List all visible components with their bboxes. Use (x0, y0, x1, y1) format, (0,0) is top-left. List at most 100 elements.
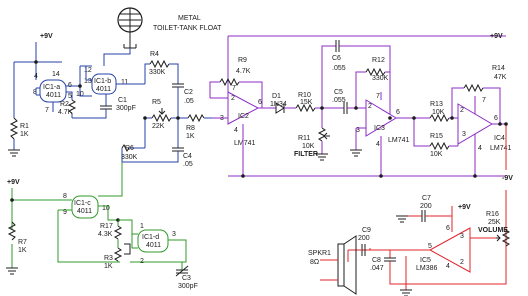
ic3-pin-7: 7 (376, 93, 380, 100)
ic5-pin-2: 2 (460, 259, 464, 266)
c2-ref: C2 (184, 89, 193, 96)
ic4-pin-2: 2 (460, 107, 464, 114)
c5-ref: C5 (334, 89, 343, 96)
c1-value: 300pF (116, 105, 136, 112)
amplifier-section: R16 25K VOLUME C7 200 +9V 3 2 5 6 4 IC5 … (308, 124, 511, 296)
c9-ref: C9 (362, 227, 371, 234)
ic5-ref: IC5 (420, 257, 431, 264)
ic1c-pin-10: 10 (102, 205, 110, 212)
float-label-2: TOILET-TANK FLOAT (153, 25, 222, 32)
ic2-part: LM741 (234, 140, 256, 147)
supply-9v-top: +9V (40, 33, 53, 40)
ic1d-part: 4011 (146, 242, 161, 249)
ic1a-part: 4011 (46, 92, 61, 99)
ic1c-part: 4011 (77, 208, 92, 215)
r9-value: 4.7K (236, 68, 251, 75)
r14-ref: R14 (492, 65, 505, 72)
r4-ref: R4 (150, 51, 159, 58)
ic4-pin-3: 3 (462, 131, 466, 138)
r10-ref: R10 (298, 92, 311, 99)
r8-value: 1K (186, 133, 195, 140)
r14-value: 47K (494, 74, 507, 81)
spkr1-value: 8Ω (310, 259, 319, 266)
r4-value: 330K (149, 69, 166, 76)
ic1b-pin-13: 13 (84, 78, 92, 85)
ic1a-pin-5: 5 (68, 93, 72, 100)
ic1a-pin-8: 8 (33, 89, 37, 96)
c2-value: .05 (184, 98, 194, 105)
ic5-pin-3: 3 (460, 233, 464, 240)
r6-value: 330K (121, 154, 138, 161)
r16-value: 25K (488, 219, 501, 226)
supply-9v-right: +9V (490, 33, 503, 40)
r11-label: FILTER (294, 151, 318, 158)
r7-ref: R7 (18, 239, 27, 246)
r1-ref: R1 (20, 123, 29, 130)
r7-value: 1K (18, 247, 27, 254)
c6-ref: C6 (332, 55, 341, 62)
d1-ref: D1 (272, 93, 281, 100)
spkr1-ref: SPKR1 (308, 250, 331, 257)
d1-value: 1N34 (270, 101, 287, 108)
ic2-ref: IC2 (238, 113, 249, 120)
ic3-pin-6: 6 (396, 109, 400, 116)
ic1b-part: 4011 (96, 86, 111, 93)
ic1a-ref: IC1-a (43, 84, 60, 91)
ic3-part: LM741 (388, 137, 410, 144)
c7-ref: C7 (422, 195, 431, 202)
c9-value: 200 (358, 235, 370, 242)
r10-value: 15K (300, 99, 313, 106)
r16-label: VOLUME (478, 227, 508, 234)
supply-neg9v: -9V (502, 175, 513, 182)
ic1d-ref: IC1-d (142, 234, 159, 241)
r17-ref: R17 (100, 223, 113, 230)
ic4-pin-6: 6 (494, 115, 498, 122)
c7-value: 200 (420, 203, 432, 210)
ic4-ref: IC4 (494, 135, 505, 142)
ic3-ref: IC3 (374, 125, 385, 132)
oscillator-section: +9V IC1-a 4011 4 8 14 7 6 5 R1 1K R2 4.7… (8, 33, 212, 168)
r9-ref: R9 (238, 57, 247, 64)
ic1c-pin-9: 9 (63, 209, 67, 216)
ic1d-pin-3: 3 (172, 231, 176, 238)
ic5-part: LM386 (416, 265, 438, 272)
ic1d-pin-1: 1 (140, 223, 144, 230)
ic1b-ref: IC1-b (94, 78, 111, 85)
r13-ref: R13 (430, 101, 443, 108)
r1-value: 1K (20, 131, 29, 138)
r15-value: 10K (430, 151, 443, 158)
c3-ref: C3 (182, 275, 191, 282)
r5-value: 22K (152, 123, 165, 130)
ic2-pin-2: 2 (231, 95, 235, 102)
r13-value: 10K (432, 109, 445, 116)
ic1c-ref: IC1-c (74, 200, 91, 207)
r5-ref: R5 (152, 99, 161, 106)
supply-9v-left: +9V (7, 179, 20, 186)
ic2-pin-7: 7 (232, 85, 236, 92)
c8-ref: C8 (372, 257, 381, 264)
c8-value: .047 (370, 265, 384, 272)
ic4-part: LM741 (490, 145, 512, 152)
c4-ref: C4 (183, 153, 192, 160)
ic1b-pin-12: 12 (84, 67, 92, 74)
ic2-pin-6: 6 (258, 99, 262, 106)
c5-value: .055 (332, 97, 346, 104)
ic1c-pin-8: 8 (63, 193, 67, 200)
ic5-pin-4: 4 (446, 263, 450, 270)
r12-ref: R12 (372, 57, 385, 64)
r3-value: 1K (104, 263, 113, 270)
r11-ref: R11 (298, 135, 310, 142)
r17-value: 4.3K (98, 231, 113, 238)
c6-value: .055 (332, 65, 346, 72)
float-switch: METAL TOILET-TANK FLOAT (117, 7, 222, 49)
r2-value: 4.7K (58, 109, 73, 116)
r15-ref: R15 (430, 133, 443, 140)
float-label-1: METAL (178, 15, 201, 22)
ic4-pin-7: 7 (482, 97, 486, 104)
ic1a-pin-7: 7 (45, 107, 49, 114)
ic5-pin-5: 5 (428, 243, 432, 250)
c3-value: 300pF (178, 283, 198, 290)
r12-value: 330K (372, 75, 389, 82)
timer-section: +9V R7 1K IC1-c 4011 8 9 10 R17 4.3K R3 … (6, 162, 198, 290)
